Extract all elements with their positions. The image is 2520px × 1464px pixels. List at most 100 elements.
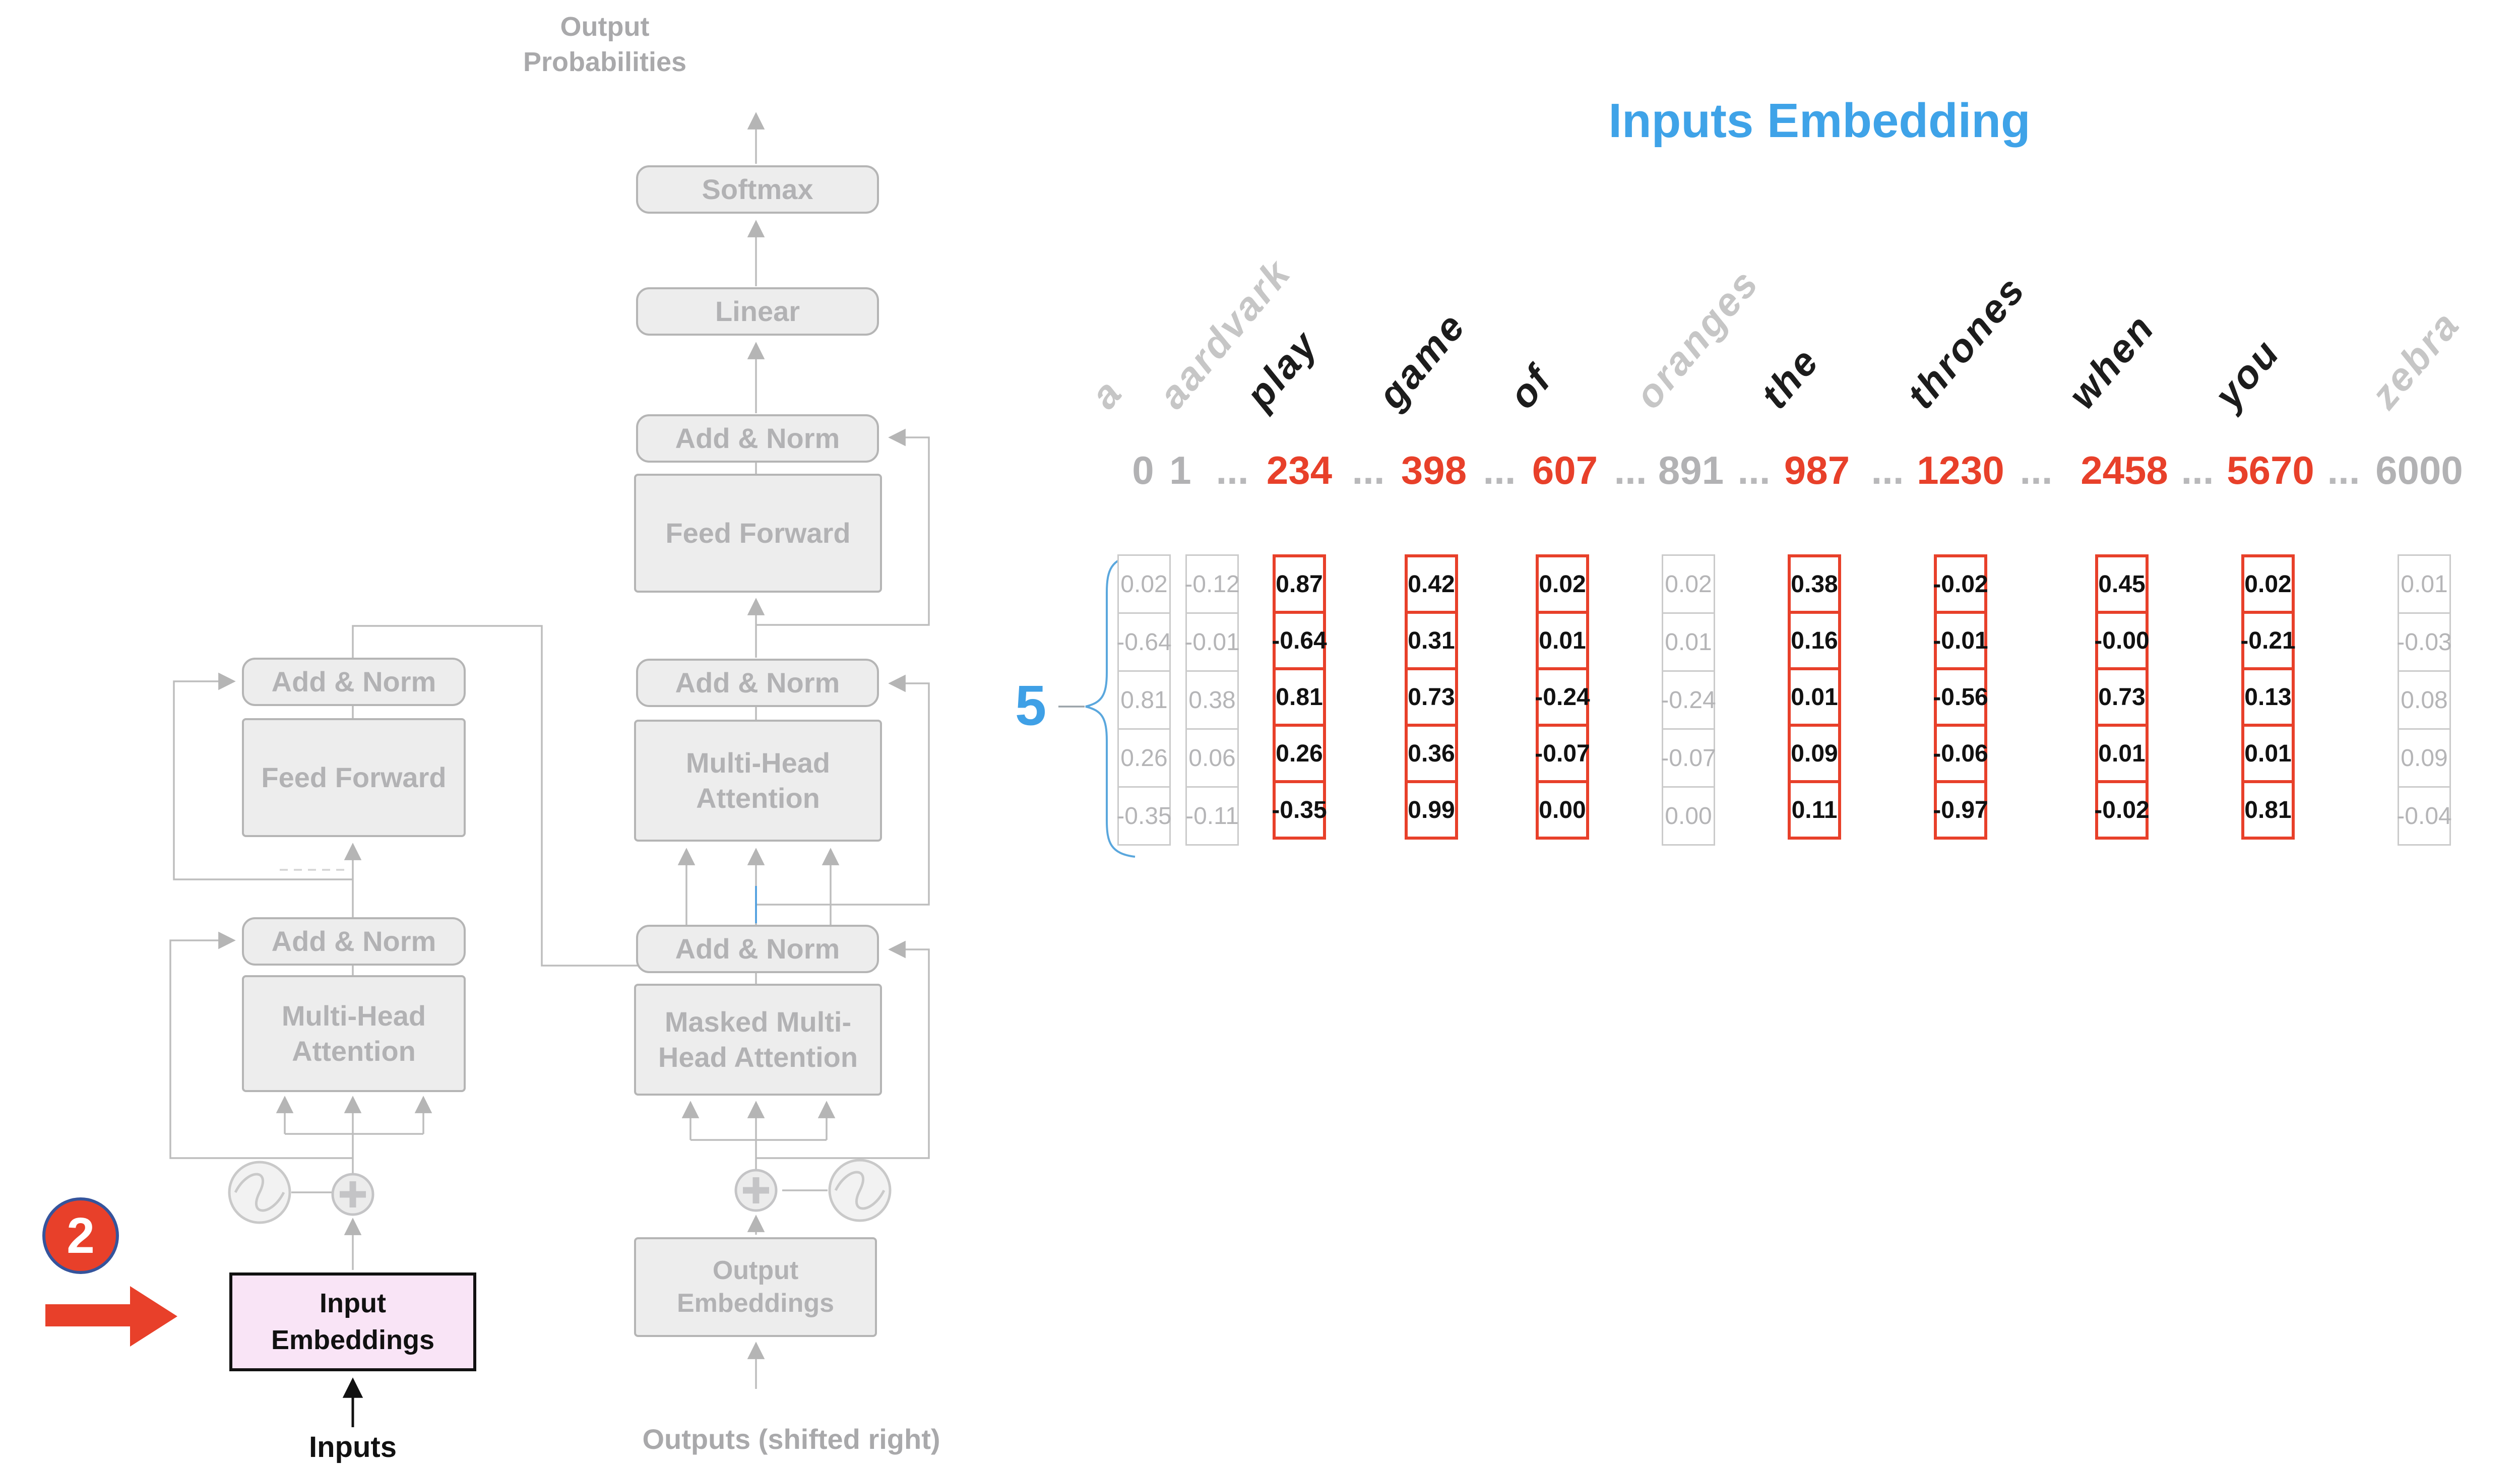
embedding-cell: 0.87: [1273, 554, 1326, 614]
ellipsis: ...: [1871, 448, 1904, 492]
embedding-cell: 0.38: [1185, 670, 1239, 730]
vector-dim-brace: [1058, 554, 1136, 858]
embedding-cell: 0.45: [2095, 554, 2149, 614]
embedding-cell: 0.38: [1788, 554, 1841, 614]
plus-circle-icon: [331, 1169, 778, 1216]
embedding-cell: 0.02: [2241, 554, 2295, 614]
embedding-cell: 0.16: [1788, 611, 1841, 670]
decoder-mha-box: Multi-Head Attention: [634, 720, 882, 842]
masked-mha-box: Masked Multi- Head Attention: [634, 984, 882, 1096]
embedding-cell: -0.11: [1185, 786, 1239, 846]
embedding-cell: -0.01: [1933, 611, 1988, 670]
softmax-box: Softmax: [636, 165, 879, 214]
embedding-cell: -0.21: [2240, 611, 2296, 670]
token-id: 2458: [2081, 448, 2168, 492]
step-badge: 2: [42, 1197, 119, 1274]
ellipsis: ...: [2020, 448, 2053, 492]
embedding-cell: -0.12: [1184, 554, 1240, 614]
token-id: 6000: [2375, 448, 2463, 492]
embedding-cell: 0.08: [2398, 670, 2451, 730]
embedding-cell: -0.07: [1535, 724, 1590, 783]
output-embeddings-box: Output Embeddings: [634, 1237, 877, 1337]
ellipsis: ...: [1614, 448, 1647, 492]
decoder-addnorm-mid-box: Add & Norm: [636, 659, 879, 707]
embedding-cell: 0.01: [1662, 612, 1715, 672]
decoder-addnorm-top-box: Add & Norm: [636, 414, 879, 463]
embedding-cell: 0.02: [1536, 554, 1589, 614]
encoder-feedforward-box: Feed Forward: [242, 718, 466, 837]
ellipsis: ...: [1483, 448, 1516, 492]
embedding-cell: 0.81: [1117, 670, 1171, 730]
embedding-cell: -0.56: [1933, 667, 1988, 727]
encoder-addnorm-bottom-box: Add & Norm: [242, 917, 466, 966]
embedding-cell: 0.01: [1788, 667, 1841, 727]
inputs-label: Inputs: [309, 1431, 397, 1463]
input-embeddings-box: Input Embeddings: [229, 1272, 476, 1371]
embedding-cell: 0.42: [1405, 554, 1458, 614]
ellipsis: ...: [2181, 448, 2214, 492]
embedding-cell: 0.00: [1662, 786, 1715, 846]
embedding-cell: 0.02: [1117, 554, 1171, 614]
token-id: 398: [1401, 448, 1467, 492]
ellipsis: ...: [1216, 448, 1249, 492]
encoder-mha-box: Multi-Head Attention: [242, 975, 466, 1092]
embedding-cell: -0.02: [2094, 780, 2150, 840]
outputs-shifted-label: Outputs (shifted right): [642, 1423, 940, 1455]
embedding-cell: 0.01: [2241, 724, 2295, 783]
embedding-cell: -0.35: [1116, 786, 1172, 846]
embedding-cell: 0.73: [2095, 667, 2149, 727]
ellipsis: ...: [1352, 448, 1385, 492]
embedding-cell: -0.06: [1933, 724, 1988, 783]
embedding-cell: -0.64: [1272, 611, 1327, 670]
embedding-cell: 0.73: [1405, 667, 1458, 727]
embedding-cell: -0.35: [1272, 780, 1327, 840]
embedding-cell: -0.02: [1933, 554, 1988, 614]
embedding-cell: 0.01: [1536, 611, 1589, 670]
embedding-cell: -0.07: [1661, 728, 1716, 788]
output-probabilities-label: Output Probabilities: [523, 12, 687, 78]
embedding-cell: -0.97: [1933, 780, 1988, 840]
token-id: 891: [1658, 448, 1724, 492]
token-id: 607: [1532, 448, 1598, 492]
embedding-cell: 0.06: [1185, 728, 1239, 788]
embedding-cell: 0.26: [1117, 728, 1171, 788]
ellipsis: ...: [1737, 448, 1771, 492]
embedding-cell: 0.09: [1788, 724, 1841, 783]
token-id: 987: [1784, 448, 1850, 492]
embedding-cell: 0.31: [1405, 611, 1458, 670]
step-badge-number: 2: [67, 1207, 95, 1264]
embedding-cell: 0.02: [1662, 554, 1715, 614]
embedding-cell: 0.01: [2398, 554, 2451, 614]
embedding-cell: 0.81: [2241, 780, 2295, 840]
embedding-cell: -0.64: [1116, 612, 1172, 672]
embedding-cell: 0.36: [1405, 724, 1458, 783]
embedding-cell: -0.24: [1535, 667, 1590, 727]
embedding-cell: -0.24: [1661, 670, 1716, 730]
embedding-cell: -0.00: [2094, 611, 2150, 670]
embedding-cell: -0.01: [1184, 612, 1240, 672]
token-id: 234: [1266, 448, 1333, 492]
embedding-cell: -0.03: [2397, 612, 2452, 672]
red-callout-arrow: [45, 1286, 177, 1347]
embedding-vector-column: -0.02-0.01-0.56-0.06-0.97: [1933, 554, 1988, 840]
embedding-cell: 0.00: [1536, 780, 1589, 840]
embedding-cell: 0.11: [1788, 780, 1841, 840]
embedding-cell: 0.99: [1405, 780, 1458, 840]
decoder-feedforward-box: Feed Forward: [634, 474, 882, 593]
token-id: 1230: [1917, 448, 2004, 492]
embedding-cell: 0.09: [2398, 728, 2451, 788]
panel-title: Inputs Embedding: [1608, 94, 2031, 148]
vector-dim-label: 5: [1015, 674, 1047, 737]
embedding-cell: 0.81: [1273, 667, 1326, 727]
